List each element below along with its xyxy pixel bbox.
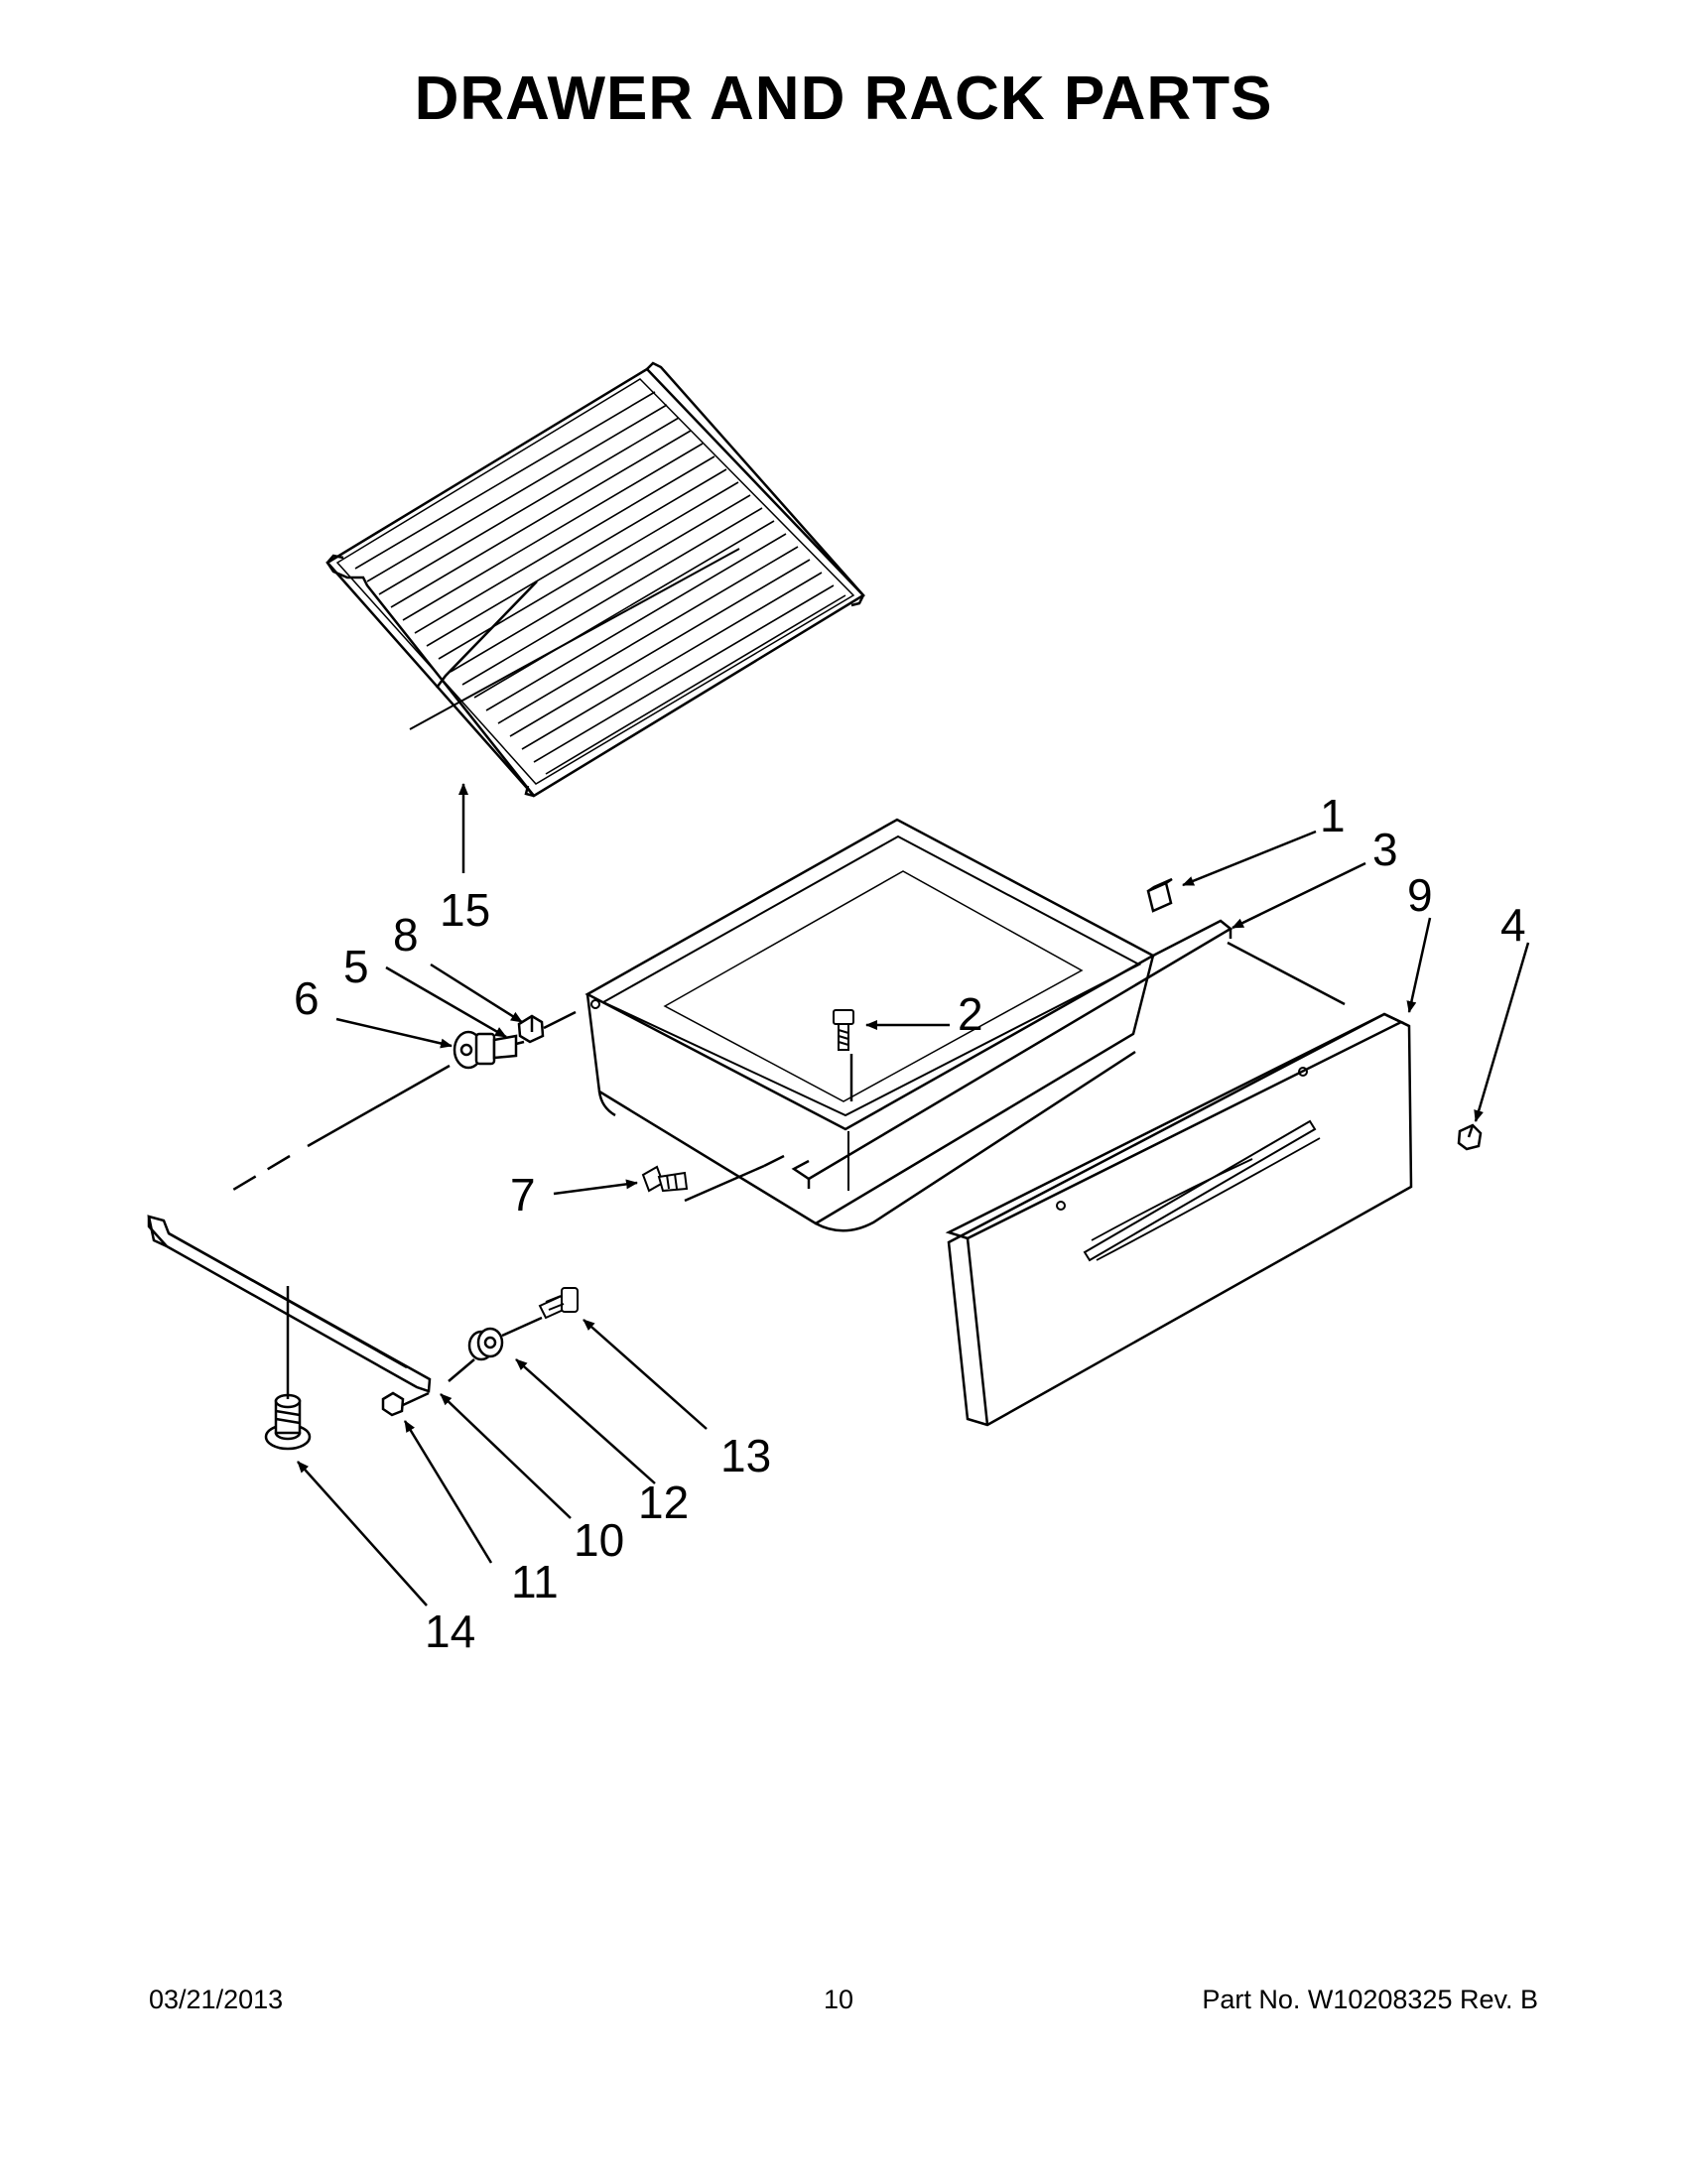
callout-10: 10 xyxy=(574,1514,624,1566)
callout-14: 14 xyxy=(425,1606,475,1657)
callout-8: 8 xyxy=(393,909,419,961)
callout-9: 9 xyxy=(1407,869,1433,921)
drawer-front-icon xyxy=(945,1012,1413,1427)
callout-12: 12 xyxy=(638,1477,689,1528)
page-title: DRAWER AND RACK PARTS xyxy=(414,64,1273,133)
callout-11: 11 xyxy=(511,1556,559,1607)
callout-5: 5 xyxy=(343,941,369,992)
clip-icon xyxy=(1146,877,1173,913)
drawer-pan-icon xyxy=(584,818,1233,1232)
footer-date: 03/21/2013 xyxy=(149,1985,284,2014)
callout-15: 15 xyxy=(440,884,490,936)
nut-icon xyxy=(1457,1123,1483,1151)
callout-13: 13 xyxy=(720,1430,771,1481)
roller-icon xyxy=(453,1030,525,1070)
callout-3: 3 xyxy=(1372,824,1398,875)
callout-4: 4 xyxy=(1500,899,1526,951)
leveling-leg-icon xyxy=(264,1393,312,1451)
nut-icon xyxy=(381,1391,405,1417)
footer-page-number: 10 xyxy=(824,1985,854,2014)
nut-icon xyxy=(517,1014,545,1044)
slide-rail-icon xyxy=(147,1215,432,1393)
footer-part-number: Part No. W10208325 Rev. B xyxy=(1202,1985,1538,2014)
callout-1: 1 xyxy=(1320,790,1346,841)
roller-icon xyxy=(467,1327,504,1361)
callout-7: 7 xyxy=(510,1169,536,1220)
screw-icon xyxy=(833,1009,854,1051)
screw-icon xyxy=(641,1165,689,1193)
oven-rack-icon xyxy=(325,361,865,798)
callout-2: 2 xyxy=(958,988,983,1040)
callout-6: 6 xyxy=(294,972,320,1024)
screw-icon xyxy=(538,1287,579,1320)
